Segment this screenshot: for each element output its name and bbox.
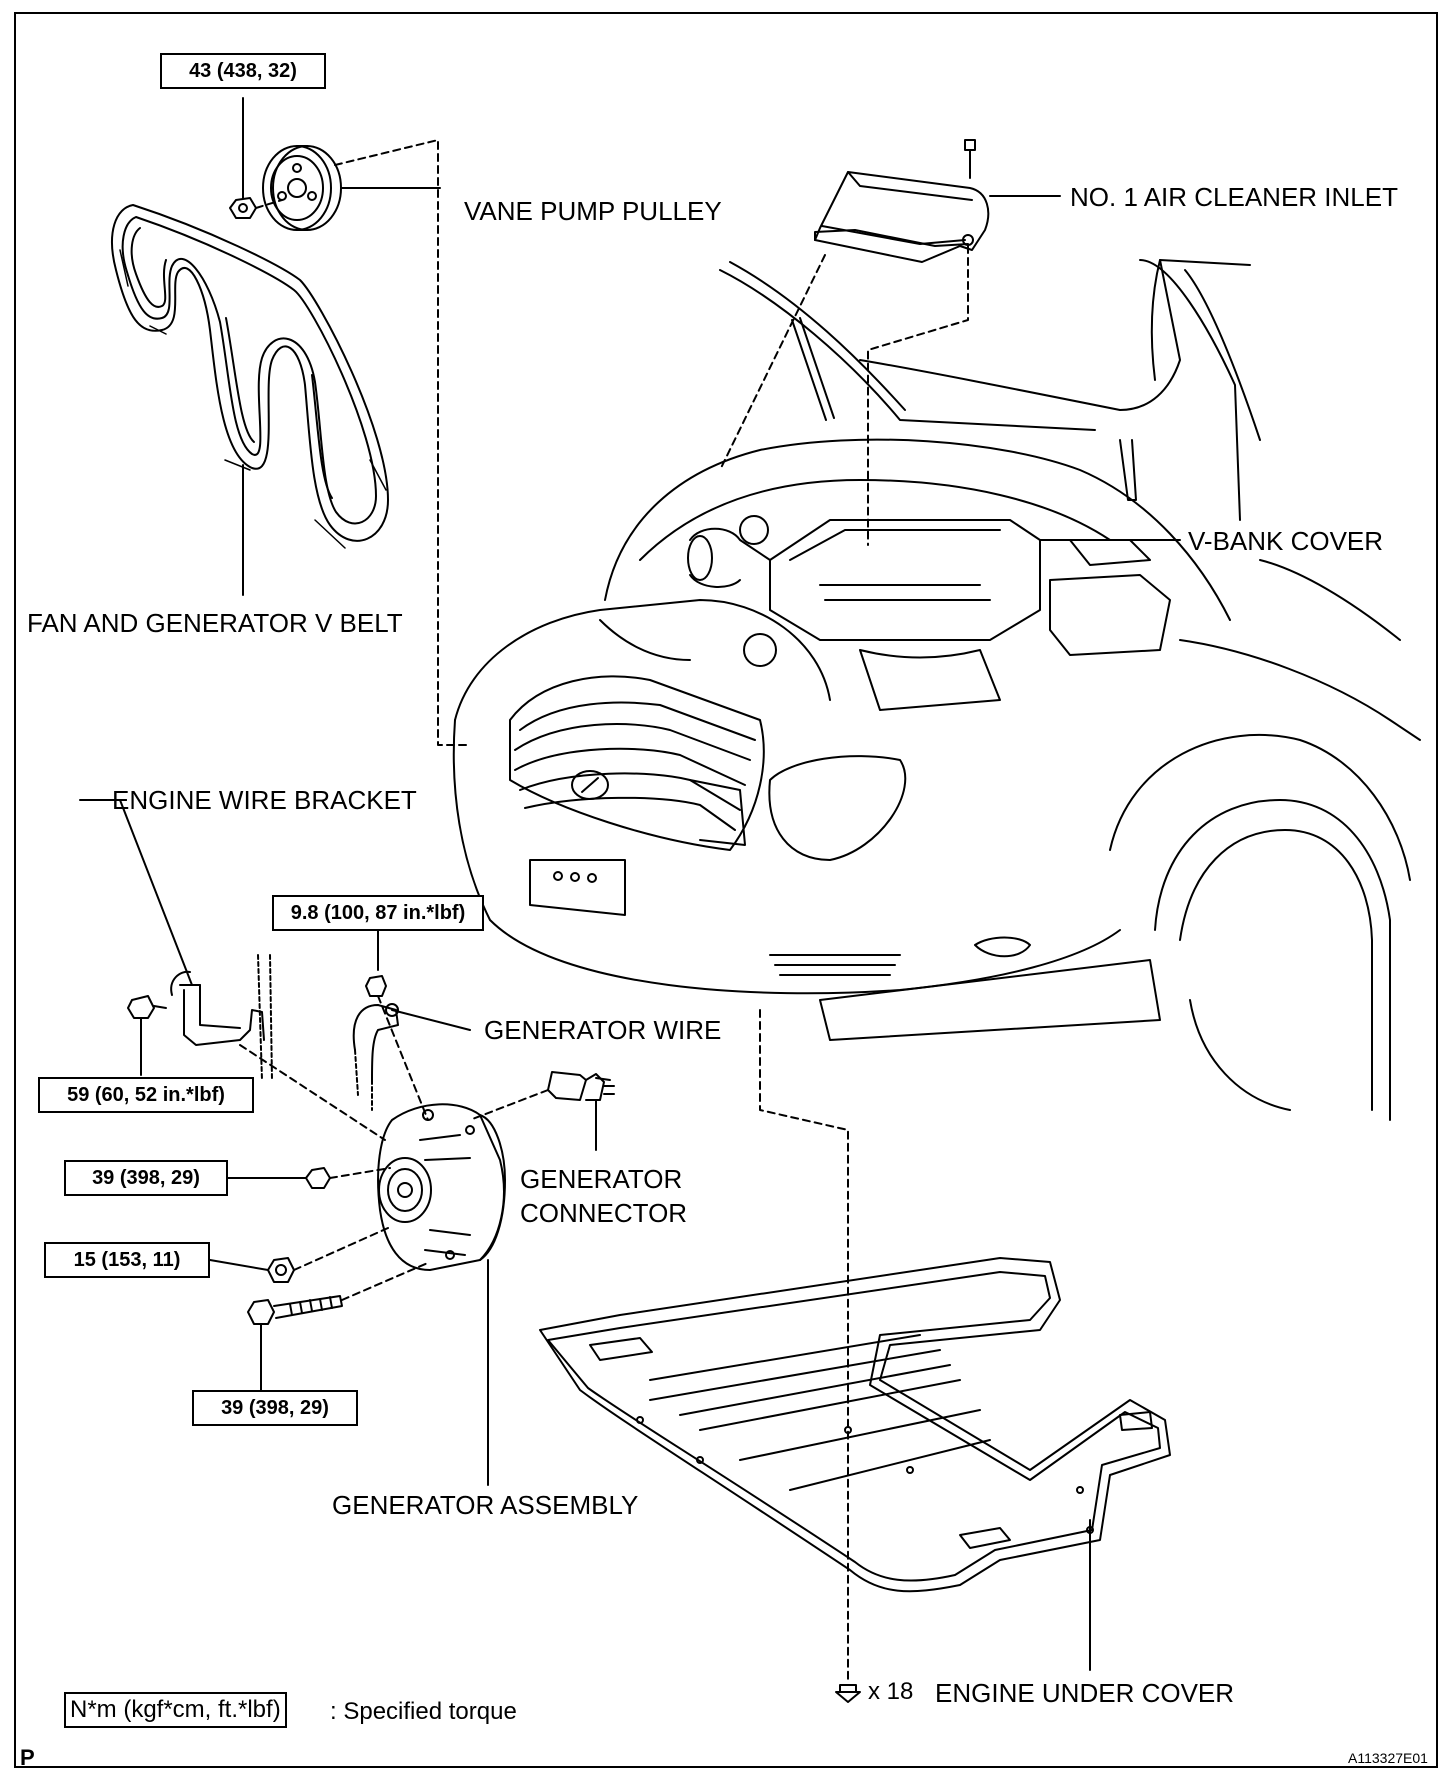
generator-wire-leader [391,1009,471,1031]
generator-wire-drawing [352,975,399,1111]
legend-description: : Specified torque [330,1698,517,1725]
torque-box-bracket-bolt: 59 (60, 52 in.*lbf) [38,1077,254,1113]
torque-box-generator-nut-lower: 15 (153, 11) [44,1242,210,1278]
nut-lower-leader [209,1259,269,1271]
label-engine-wire-bracket: ENGINE WIRE BRACKET [112,785,417,815]
vehicle-front-drawing [452,259,1421,1121]
generator-assembly-drawing [377,1103,506,1271]
engine-under-cover-drawing [539,1257,1171,1593]
label-v-bank-cover: V-BANK COVER [1188,526,1384,556]
label-fastener-count: x 18 [868,1678,914,1705]
torque-box-pulley-nut: 43 (438, 32) [160,53,326,89]
torque-box-generator-nut-upper: 39 (398, 29) [64,1160,228,1196]
label-generator-wire: GENERATOR WIRE [484,1015,722,1045]
generator-connector-drawing [547,1071,615,1101]
page-mark: P [20,1745,35,1770]
legend-unit-box: N*m (kgf*cm, ft.*lbf) [64,1692,287,1728]
label-generator-assembly: GENERATOR ASSEMBLY [332,1490,639,1520]
diagram-frame [14,12,1438,1768]
bracket-leader [79,799,193,986]
vane-pump-pulley-drawing [229,145,342,231]
fan-belt-drawing [111,204,389,549]
figure-id: A113327E01 [1348,1750,1428,1766]
generator-fasteners-drawing [247,1167,343,1325]
label-fan-belt: FAN AND GENERATOR V BELT [27,608,403,638]
label-generator-connector-line1: GENERATOR [520,1164,683,1194]
torque-box-generator-long-bolt: 39 (398, 29) [192,1390,358,1426]
label-generator-connector-line2: CONNECTOR [520,1198,688,1228]
air-cleaner-inlet-drawing [814,139,990,263]
torque-box-generator-wire-nut: 9.8 (100, 87 in.*lbf) [272,895,484,931]
engine-wire-bracket-drawing [127,954,273,1081]
label-engine-under-cover: ENGINE UNDER COVER [935,1678,1235,1708]
label-vane-pump-pulley: VANE PUMP PULLEY [464,196,722,226]
label-air-cleaner-inlet: NO. 1 AIR CLEANER INLET [1070,182,1398,212]
under-cover-bolt-drawing [835,1684,861,1703]
